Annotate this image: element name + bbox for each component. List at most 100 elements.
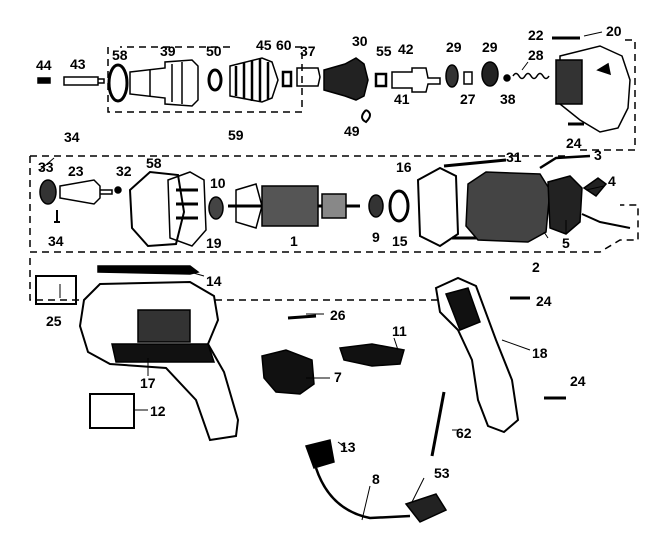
callout-16: 16 xyxy=(396,159,412,175)
callout-24-top: 24 xyxy=(566,135,582,151)
part-2-field xyxy=(465,171,551,243)
part-55-nut xyxy=(374,72,388,88)
callout-2: 2 xyxy=(532,259,540,275)
part-34-screw xyxy=(54,210,60,223)
part-1-armature-core xyxy=(261,185,319,227)
part-4-brush-spring xyxy=(582,177,608,197)
part-58-baffle-plate xyxy=(128,170,186,248)
callout-29-b: 29 xyxy=(482,39,498,55)
part-25-label xyxy=(35,275,77,305)
callout-45: 45 xyxy=(256,37,272,53)
part-41-42-shaft xyxy=(391,67,441,93)
part-45-ribs xyxy=(234,59,270,101)
part-27-spacer xyxy=(463,71,473,85)
callout-34-mid: 34 xyxy=(48,233,64,249)
callout-58-top: 58 xyxy=(112,47,128,63)
callout-17: 17 xyxy=(140,375,156,391)
part-32-fastener xyxy=(114,186,122,194)
callout-60: 60 xyxy=(276,37,292,53)
callout-33: 33 xyxy=(38,159,54,175)
part-53-plug xyxy=(404,493,448,523)
part-17-grip xyxy=(111,343,216,363)
callout-15: 15 xyxy=(392,233,408,249)
part-31-screw xyxy=(443,158,507,168)
callout-12: 12 xyxy=(150,403,166,419)
part-44-pin xyxy=(37,77,51,84)
callout-18: 18 xyxy=(532,345,548,361)
part-5-brush-holder xyxy=(547,175,583,235)
callout-26: 26 xyxy=(330,307,346,323)
callout-11: 11 xyxy=(392,323,407,339)
part-29-clutch-b xyxy=(481,61,499,87)
callout-20: 20 xyxy=(606,23,622,39)
callout-62: 62 xyxy=(456,425,472,441)
part-49-clip xyxy=(361,109,371,124)
part-39-spindle xyxy=(129,59,199,107)
callout-5: 5 xyxy=(562,235,570,251)
part-19-slots xyxy=(176,188,198,220)
part-13-cord-guard xyxy=(305,439,335,469)
part-58-washer xyxy=(107,63,129,103)
callout-59: 59 xyxy=(228,127,244,143)
callout-44: 44 xyxy=(36,57,52,73)
part-30-gear xyxy=(323,57,369,101)
part-43-shaft xyxy=(63,76,105,86)
part-12-label xyxy=(89,393,135,429)
callout-19: 19 xyxy=(206,235,222,251)
leader-lines xyxy=(39,31,605,521)
part-26-screw xyxy=(287,314,317,320)
part-16-baffle xyxy=(416,166,460,248)
callout-9: 9 xyxy=(372,229,380,245)
part-4-wire xyxy=(581,213,631,229)
part-23-shaft xyxy=(59,179,113,205)
callout-10: 10 xyxy=(210,175,226,191)
middle-row-divider xyxy=(29,156,639,253)
part-11-switch xyxy=(338,343,405,367)
part-15-insulator xyxy=(388,189,410,223)
part-14-trim xyxy=(97,265,200,275)
callout-23: 23 xyxy=(68,163,84,179)
callout-31: 31 xyxy=(506,149,522,165)
lower-row-divider xyxy=(29,258,460,301)
callout-8: 8 xyxy=(372,471,380,487)
callout-58-mid: 58 xyxy=(146,155,162,171)
part-60-spacer xyxy=(281,70,293,88)
part-62-rod xyxy=(430,391,446,457)
callout-3: 3 xyxy=(594,147,602,163)
part-38-ball xyxy=(503,74,511,82)
callout-24-mid: 24 xyxy=(536,293,552,309)
part-20-barrel xyxy=(555,59,583,105)
callout-37: 37 xyxy=(300,43,316,59)
callout-55: 55 xyxy=(376,43,392,59)
part-10-bearing xyxy=(208,196,224,220)
callout-32: 32 xyxy=(116,163,132,179)
callout-34-top: 34 xyxy=(64,129,80,145)
part-1-armature-fan xyxy=(235,183,263,229)
callout-30: 30 xyxy=(352,33,368,49)
part-18-handle-grip xyxy=(444,287,481,331)
part-33-nut xyxy=(39,179,57,205)
callout-43: 43 xyxy=(70,56,86,72)
part-8-cord xyxy=(314,467,411,520)
part-28-spring xyxy=(512,72,550,80)
callout-27: 27 xyxy=(460,91,476,107)
callout-38: 38 xyxy=(500,91,516,107)
callout-13: 13 xyxy=(340,439,356,455)
part-7-switch-body xyxy=(261,349,315,395)
part-1-commutator xyxy=(321,193,347,219)
upper-row-divider xyxy=(30,39,636,157)
callout-39: 39 xyxy=(160,43,176,59)
callout-53: 53 xyxy=(434,465,450,481)
callout-41: 41 xyxy=(394,91,410,107)
part-17-vent xyxy=(137,309,191,343)
part-19-fan-baffle xyxy=(167,171,207,247)
callout-1: 1 xyxy=(290,233,298,249)
callout-14: 14 xyxy=(206,273,222,289)
part-37-bushing xyxy=(296,67,321,87)
callout-29-a: 29 xyxy=(446,39,462,55)
callout-49: 49 xyxy=(344,123,360,139)
assembly-59-dashed-box xyxy=(107,46,303,113)
callout-28: 28 xyxy=(528,47,544,63)
